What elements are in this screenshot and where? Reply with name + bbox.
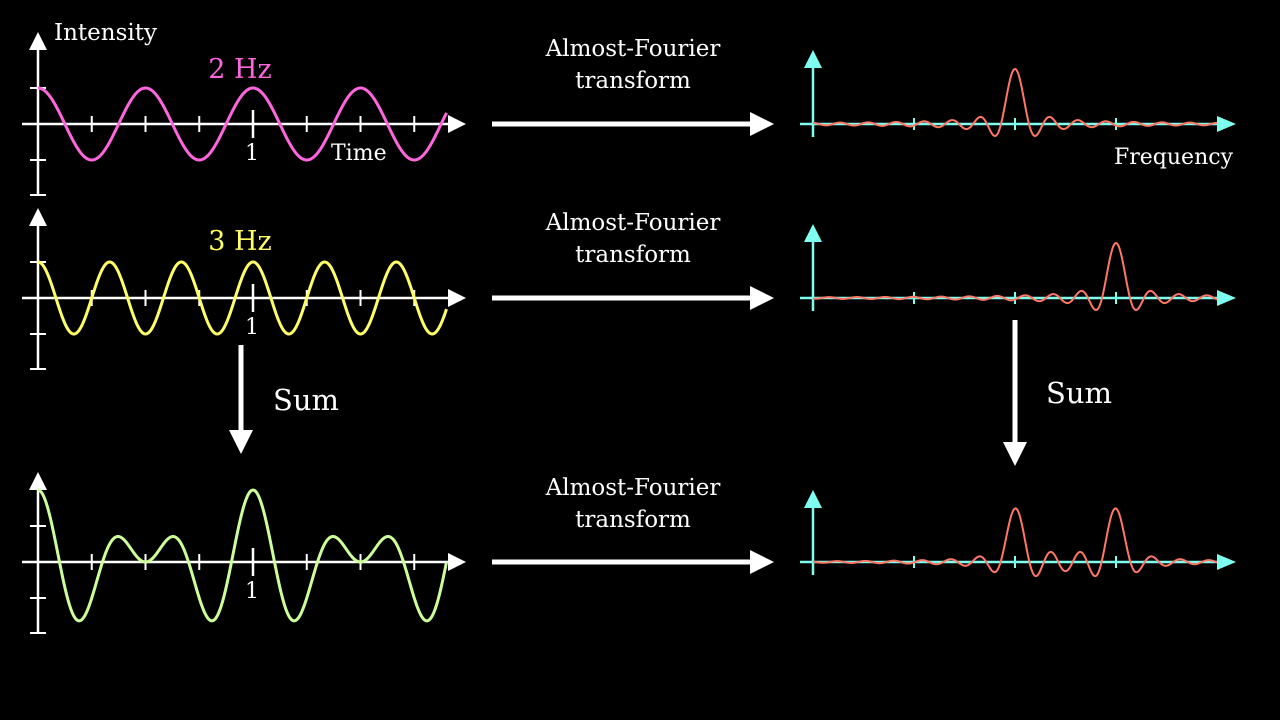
frequency-ticks [913,292,1117,304]
tick-label-one: 1 [245,141,259,166]
tick-label-one: 1 [245,315,259,340]
transform-label-line2: transform [575,242,691,268]
sum-arrow-right: Sum [1003,320,1112,466]
frequency-axis-x-arrowhead [1217,554,1236,570]
x-ticks [90,110,416,138]
transform-arrow-3: Almost-Fourier transform [492,475,774,574]
time-plot-2hz: Intensity 2 Hz 1 Time [22,20,466,196]
frequency-axis-label: Frequency [1114,145,1234,170]
frequency-axis-y-arrowhead [804,490,822,508]
spectrum-curve-1 [812,67,1218,137]
time-plot-3hz: 3 Hz 1 [22,208,466,370]
intensity-axis-label: Intensity [54,20,157,46]
frequency-axis-x-arrowhead [1217,290,1236,306]
signal-curve-3hz [37,260,448,336]
transform-label-line1: Almost-Fourier [545,36,721,62]
transform-label-line2: transform [575,507,691,533]
sum-arrow-left: Sum [229,345,339,454]
sum-label-left: Sum [273,383,339,417]
tick-label-one: 1 [245,579,259,604]
frequency-plot-1: Frequency [800,50,1236,170]
frequency-axis-y-arrowhead [804,224,822,242]
frequency-axis-y-arrowhead [804,50,822,68]
time-axis-x-arrowhead [448,553,466,571]
spectrum-curve-3 [812,507,1218,578]
spectrum-curve-2 [812,241,1218,311]
time-axis-label: Time [331,141,387,166]
signal-curve-sum [37,488,448,623]
y-ticks [30,525,46,634]
signal-curve-2hz [37,86,448,162]
frequency-plot-2 [800,224,1236,311]
transform-label-line1: Almost-Fourier [545,210,721,236]
intensity-axis-y-arrowhead [29,472,47,490]
frequency-ticks [913,118,1117,130]
sum-label-right: Sum [1046,376,1112,410]
frequency-plot-3 [800,490,1236,578]
intensity-axis-y-arrowhead [29,208,47,226]
intensity-axis-y-arrowhead [29,32,47,50]
time-axis-x-arrowhead [448,115,466,133]
transform-label-line1: Almost-Fourier [545,475,721,501]
time-plot-sum: 1 [22,472,466,634]
time-axis-x-arrowhead [448,289,466,307]
signal-name-3hz: 3 Hz [208,226,272,257]
transform-arrow-2: Almost-Fourier transform [492,210,774,310]
frequency-axis-x-arrowhead [1217,116,1236,132]
signal-name-2hz: 2 Hz [208,54,272,85]
transform-label-line2: transform [575,68,691,94]
transform-arrow-1: Almost-Fourier transform [492,36,774,136]
